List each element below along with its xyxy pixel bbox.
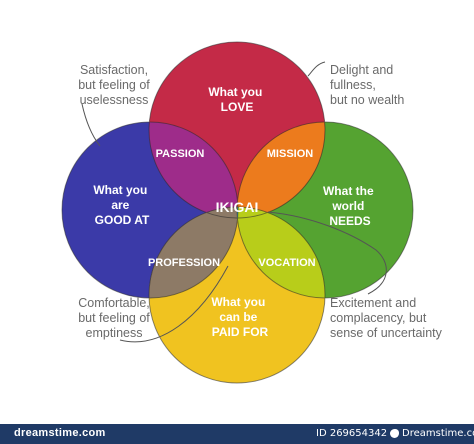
note-line: Satisfaction,: [79, 63, 149, 77]
note-line: sense of uncertainty: [330, 326, 442, 340]
label-profession: PROFESSION: [148, 257, 220, 269]
overlap-mission: [237, 122, 325, 218]
ikigai-venn-diagram: What you LOVE What the world NEEDS What …: [61, 41, 414, 384]
footer-logo: dreamstime.com: [14, 427, 106, 439]
note-line: uselessness: [79, 93, 149, 107]
note-line: Excitement and: [330, 296, 417, 310]
connector-top-left: [81, 103, 101, 147]
note-line: Comfortable,: [78, 296, 150, 310]
note-line: fullness,: [330, 78, 376, 92]
label-mission: MISSION: [267, 148, 314, 160]
connector-bottom-right: [267, 211, 387, 295]
note-bottom-left: Comfortable, but feeling of emptiness: [60, 296, 168, 341]
note-bottom-right: Excitement and complacency, but sense of…: [330, 296, 460, 341]
note-line: but feeling of: [78, 78, 150, 92]
note-top-right: Delight and fullness, but no wealth: [330, 63, 450, 108]
note-line: but feeling of: [78, 311, 150, 325]
label-passion: PASSION: [156, 148, 205, 160]
label-vocation: VOCATION: [258, 257, 315, 269]
footer-image-id: ID 269654342 ©: [316, 428, 401, 439]
note-line: but no wealth: [330, 93, 405, 107]
footer-brand: Dreamstime.com: [402, 428, 474, 439]
label-paid-for: What you can be PAID FOR: [211, 295, 268, 339]
label-good-at: What you are GOOD AT: [93, 183, 150, 227]
label-world-needs: What the world NEEDS: [323, 184, 377, 228]
overlap-vocation: [237, 207, 325, 298]
note-line: Delight and: [330, 63, 394, 77]
connector-bottom-left: [119, 265, 229, 343]
connector-top-right: [307, 61, 326, 77]
dreamstime-logo-icon: [390, 429, 399, 438]
stock-footer-bar: dreamstime.com ID 269654342 © Dreamstime…: [0, 424, 474, 444]
label-ikigai: IKIGAI: [216, 199, 259, 215]
note-top-left: Satisfaction, but feeling of uselessness: [62, 63, 166, 108]
note-line: complacency, but: [330, 311, 427, 325]
label-love: What you LOVE: [208, 85, 265, 114]
note-line: emptiness: [85, 326, 143, 340]
